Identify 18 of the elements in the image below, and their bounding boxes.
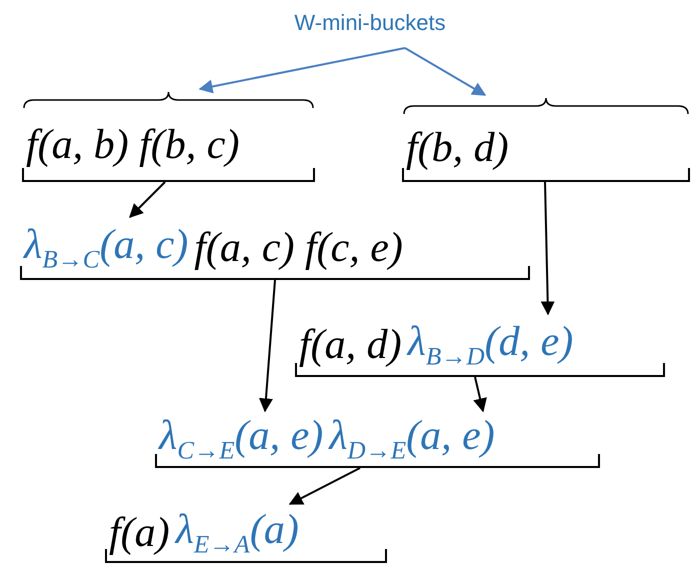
- math-term: λ$_{C→E}$(a, e): [159, 414, 324, 464]
- math-term: λ$_{B→D}$(d, e): [408, 320, 574, 370]
- math-term: λ$_{D→E}$(a, e): [329, 414, 495, 464]
- math-term: f(a, c) f(c, e): [194, 227, 403, 269]
- arrow: [404, 47, 486, 96]
- math-term: f(b, d): [406, 127, 509, 169]
- math-term: λ$_{B→C}$(a, c): [24, 224, 188, 272]
- arrow: [540, 182, 555, 316]
- math-term: λ$_{E→A}$(a): [176, 508, 299, 558]
- arrow: [198, 47, 406, 94]
- arrow: [129, 181, 166, 218]
- math-term: f(a): [109, 512, 170, 554]
- arrow: [288, 467, 360, 505]
- annotation-label: W-mini-buckets: [290, 6, 450, 40]
- math-term: f(a, d): [299, 324, 402, 366]
- arrow: [473, 376, 487, 412]
- math-term: f(a, b) f(b, c): [26, 124, 240, 166]
- arrow: [258, 280, 276, 412]
